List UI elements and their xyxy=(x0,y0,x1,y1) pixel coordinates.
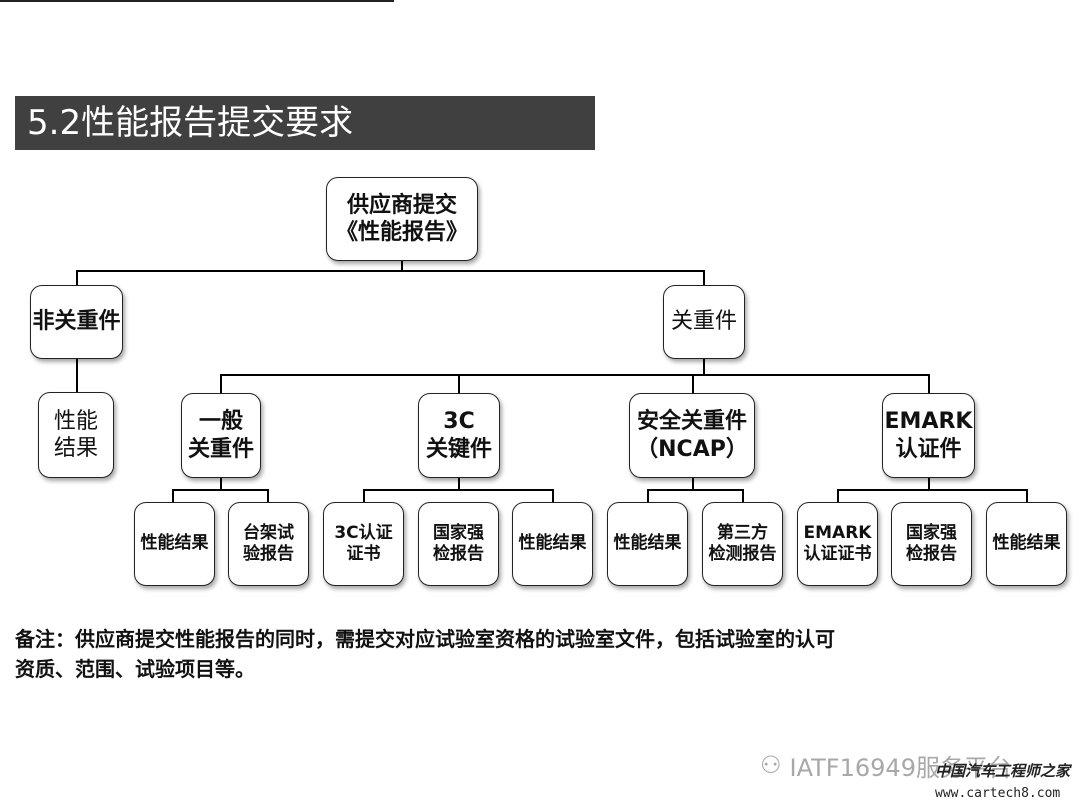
brand-name: 中国汽车工程师之家 xyxy=(935,762,1071,780)
leaf-line1: 国家强 xyxy=(433,522,484,543)
leaf-node: 国家强 检报告 xyxy=(418,502,499,586)
group-safety-line2: （NCAP） xyxy=(636,436,748,462)
connector xyxy=(458,476,460,490)
wechat-icon: ⚇ xyxy=(760,751,782,779)
connector xyxy=(647,489,649,503)
connector xyxy=(267,489,269,503)
connector xyxy=(363,489,365,503)
top-rule xyxy=(0,0,394,2)
non-critical-child-node: 性能 结果 xyxy=(38,392,114,478)
connector xyxy=(220,374,930,376)
leaf-line2: 检测报告 xyxy=(708,544,777,564)
leaf-node: 性能结果 xyxy=(134,502,215,586)
group-3c-line1: 3C xyxy=(443,409,475,434)
leaf-line1: 性能结果 xyxy=(613,533,682,554)
leaf-line2: 证书 xyxy=(346,544,381,564)
connector xyxy=(928,374,930,394)
root-line2: 《性能报告》 xyxy=(335,220,468,245)
group-emark-line2: 认证件 xyxy=(895,436,962,462)
connector xyxy=(220,476,222,490)
group-safety-line1: 安全关重件 xyxy=(636,409,747,434)
leaf-node: 国家强 检报告 xyxy=(891,502,972,586)
group-3c-node: 3C 关键件 xyxy=(418,393,500,478)
leaf-node: 性能结果 xyxy=(512,502,593,586)
non-critical-node: 非关重件 xyxy=(30,285,123,359)
brand-url: www.cartech8.com xyxy=(935,786,1061,801)
leaf-line1: EMARK xyxy=(803,522,872,543)
page-title: 5.2性能报告提交要求 xyxy=(15,96,595,150)
leaf-node: 台架试 验报告 xyxy=(228,502,309,586)
leaf-node: 性能结果 xyxy=(986,502,1067,586)
connector xyxy=(220,374,222,394)
leaf-node: 3C认证 证书 xyxy=(323,502,404,586)
leaf-node: 性能结果 xyxy=(607,502,688,586)
connector xyxy=(837,489,1028,491)
connector xyxy=(703,357,705,375)
connector xyxy=(363,489,554,491)
leaf-line1: 性能结果 xyxy=(140,533,209,554)
connector xyxy=(76,270,78,286)
connector xyxy=(172,489,174,503)
leaf-line1: 性能结果 xyxy=(992,533,1061,554)
leaf-line1: 国家强 xyxy=(906,522,957,543)
leaf-line2: 验报告 xyxy=(243,544,294,564)
leaf-line2: 检报告 xyxy=(906,544,957,564)
connector xyxy=(76,357,78,393)
leaf-line1: 性能结果 xyxy=(518,533,587,554)
watermark-text: IATF16949服务平台 xyxy=(789,753,1012,782)
critical-node: 关重件 xyxy=(663,285,745,359)
non-critical-label: 非关重件 xyxy=(32,309,121,335)
connector xyxy=(742,489,744,503)
connector xyxy=(76,270,704,272)
connector xyxy=(401,259,403,271)
connector xyxy=(692,374,694,394)
non-critical-child-line2: 结果 xyxy=(53,436,98,461)
connector xyxy=(647,489,744,491)
leaf-line1: 台架试 xyxy=(243,522,294,543)
group-general-line2: 关重件 xyxy=(187,436,254,462)
connector xyxy=(1026,489,1028,503)
note-line2: 资质、范围、试验项目等。 xyxy=(15,657,255,681)
connector xyxy=(172,489,269,491)
connector xyxy=(692,476,694,490)
watermark: ⚇ IATF16949服务平台 xyxy=(760,745,1060,785)
leaf-node: EMARK 认证证书 xyxy=(797,502,878,586)
leaf-line2: 检报告 xyxy=(433,544,484,564)
group-safety-node: 安全关重件 （NCAP） xyxy=(629,393,755,478)
group-emark-node: EMARK 认证件 xyxy=(882,393,975,478)
leaf-line2: 认证证书 xyxy=(803,544,872,564)
connector xyxy=(703,270,705,286)
connector xyxy=(552,489,554,503)
connector xyxy=(458,374,460,394)
group-3c-line2: 关键件 xyxy=(425,436,492,462)
group-general-line1: 一般 xyxy=(198,409,243,434)
leaf-line1: 第三方 xyxy=(717,522,768,543)
non-critical-child-line1: 性能 xyxy=(53,408,98,434)
note-line1: 备注：供应商提交性能报告的同时，需提交对应试验室资格的试验室文件，包括试验室的认… xyxy=(15,627,835,651)
connector xyxy=(837,489,839,503)
leaf-line1: 3C认证 xyxy=(334,522,393,543)
group-emark-line1: EMARK xyxy=(884,409,973,434)
note: 备注：供应商提交性能报告的同时，需提交对应试验室资格的试验室文件，包括试验室的认… xyxy=(15,624,1015,684)
connector xyxy=(928,476,930,490)
group-general-node: 一般 关重件 xyxy=(181,393,261,478)
leaf-node: 第三方 检测报告 xyxy=(702,502,783,586)
root-node: 供应商提交 《性能报告》 xyxy=(326,177,478,261)
root-line1: 供应商提交 xyxy=(346,192,457,218)
critical-label: 关重件 xyxy=(670,309,737,335)
